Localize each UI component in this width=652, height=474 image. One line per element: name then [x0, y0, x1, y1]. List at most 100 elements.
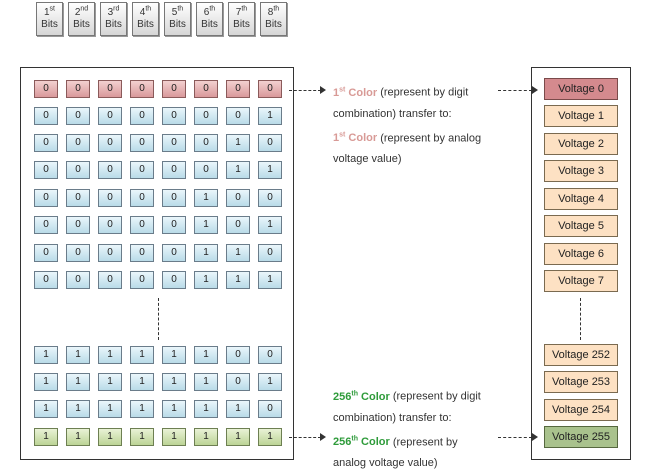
digit-combination-panel [20, 67, 294, 460]
bit-cell: 0 [66, 134, 90, 152]
voltage-box: Voltage 255 [544, 426, 618, 448]
bit-cell: 0 [66, 244, 90, 262]
bit-cell: 1 [98, 346, 122, 364]
note-last-color: 256th Color (represent by digit combinat… [333, 390, 481, 470]
bit-cell: 0 [66, 271, 90, 289]
arrow-last-right-head [532, 433, 538, 441]
bit-cell: 0 [194, 134, 218, 152]
bit-cell: 1 [226, 400, 250, 418]
bit-cell: 0 [34, 134, 58, 152]
bit-cell: 0 [66, 80, 90, 98]
voltage-ellipsis-line [580, 298, 581, 340]
bit-cell: 0 [258, 244, 282, 262]
bit-cell: 1 [130, 400, 154, 418]
bit-cell: 0 [258, 189, 282, 207]
bit-cell: 1 [130, 373, 154, 391]
bit-cell: 0 [34, 107, 58, 125]
bit-cell: 0 [66, 161, 90, 179]
arrow-last-right [498, 437, 532, 438]
arrow-first-left-head [320, 86, 326, 94]
bit-cell: 1 [162, 428, 186, 446]
bit-cell: 0 [98, 134, 122, 152]
bit-cell: 0 [130, 80, 154, 98]
bit-cell: 1 [226, 271, 250, 289]
bit-cell: 0 [66, 107, 90, 125]
bit-cell: 0 [162, 189, 186, 207]
arrow-first-left [289, 90, 321, 91]
bit-cell: 1 [194, 244, 218, 262]
bit-cell: 0 [98, 107, 122, 125]
bit-cell: 0 [98, 244, 122, 262]
bit-cell: 0 [258, 80, 282, 98]
grid-ellipsis-line [158, 298, 159, 340]
arrow-last-left [289, 437, 321, 438]
bit-cell: 1 [258, 271, 282, 289]
bit-cell: 1 [258, 107, 282, 125]
bit-cell: 0 [258, 346, 282, 364]
voltage-box: Voltage 3 [544, 160, 618, 182]
bit-cell: 1 [34, 346, 58, 364]
bit-cell: 0 [130, 216, 154, 234]
bit-cell: 0 [66, 216, 90, 234]
bit-cell: 0 [130, 107, 154, 125]
bit-cell: 1 [226, 134, 250, 152]
bit-cell: 1 [258, 161, 282, 179]
bit-cell: 0 [98, 161, 122, 179]
voltage-box: Voltage 4 [544, 188, 618, 210]
bit-cell: 0 [226, 107, 250, 125]
arrow-last-left-head [320, 433, 326, 441]
bit-cell: 0 [130, 161, 154, 179]
bit-cell: 0 [34, 80, 58, 98]
bit-cell: 1 [258, 216, 282, 234]
bit-cell: 0 [130, 244, 154, 262]
voltage-box: Voltage 253 [544, 371, 618, 393]
bit-cell: 1 [194, 346, 218, 364]
voltage-box: Voltage 5 [544, 215, 618, 237]
bit-cell: 0 [226, 189, 250, 207]
bit-cell: 1 [194, 216, 218, 234]
bit-cell: 0 [98, 216, 122, 234]
bit-cell: 0 [194, 80, 218, 98]
bit-cell: 1 [66, 400, 90, 418]
bit-cell: 0 [226, 80, 250, 98]
bit-cell: 0 [34, 244, 58, 262]
bit-cell: 1 [162, 346, 186, 364]
bit-cell: 0 [34, 161, 58, 179]
bit-cell: 1 [258, 373, 282, 391]
bit-cell: 1 [226, 161, 250, 179]
bit-cell: 0 [162, 107, 186, 125]
bit-cell: 1 [98, 400, 122, 418]
bit-cell: 0 [98, 80, 122, 98]
voltage-box: Voltage 6 [544, 243, 618, 265]
bit-cell: 1 [34, 400, 58, 418]
bit-cell: 0 [34, 271, 58, 289]
bit-cell: 0 [258, 134, 282, 152]
voltage-box: Voltage 1 [544, 105, 618, 127]
bit-cell: 1 [98, 428, 122, 446]
bit-cell: 1 [66, 346, 90, 364]
bit-cell: 0 [130, 189, 154, 207]
voltage-box: Voltage 0 [544, 78, 618, 100]
bit-cell: 0 [162, 244, 186, 262]
bit-cell: 0 [194, 107, 218, 125]
bit-cell: 0 [98, 271, 122, 289]
bit-cell: 1 [194, 428, 218, 446]
voltage-box: Voltage 7 [544, 270, 618, 292]
bit-cell: 1 [34, 373, 58, 391]
bit-cell: 1 [194, 373, 218, 391]
bit-cell: 0 [162, 271, 186, 289]
note-first-color: 1st Color (represent by digit combinatio… [333, 86, 482, 166]
bit-cell: 0 [162, 80, 186, 98]
bit-cell: 1 [226, 244, 250, 262]
voltage-box: Voltage 252 [544, 344, 618, 366]
bit-cell: 1 [162, 373, 186, 391]
bit-cell: 0 [162, 134, 186, 152]
bit-cell: 0 [258, 400, 282, 418]
bit-cell: 1 [162, 400, 186, 418]
arrow-first-right-head [532, 86, 538, 94]
